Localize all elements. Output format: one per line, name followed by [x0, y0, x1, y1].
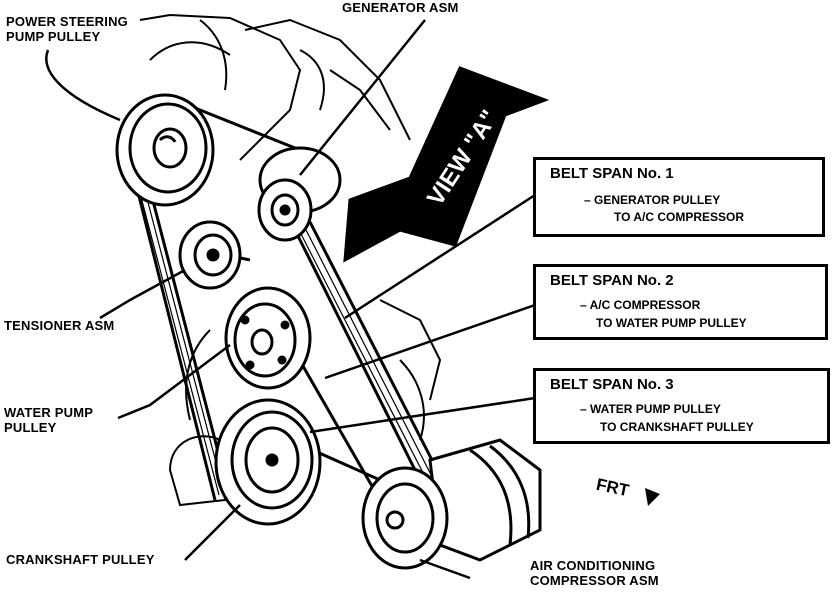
- belt-ribs: [133, 167, 450, 515]
- leader-lines: [45, 19, 536, 580]
- generator-label: GENERATOR ASM: [342, 0, 459, 15]
- belt-span-1-box: BELT SPAN No. 1 – GENERATOR PULLEY TO A/…: [533, 157, 825, 237]
- water-pump-label: WATER PUMP PULLEY: [4, 405, 94, 435]
- power-steering-pulley: [115, 93, 215, 207]
- crankshaft-label: CRANKSHAFT PULLEY: [6, 552, 155, 567]
- belt-span-3-box: BELT SPAN No. 3 – WATER PUMP PULLEY TO C…: [533, 368, 830, 444]
- belt-span-2-box: BELT SPAN No. 2 – A/C COMPRESSOR TO WATE…: [533, 264, 828, 340]
- belt-span-2-line2: TO WATER PUMP PULLEY: [596, 316, 747, 330]
- belt-span-2-title: BELT SPAN No. 2: [550, 272, 674, 289]
- ac-compressor-label: AIR CONDITIONING COMPRESSOR ASM: [530, 558, 659, 588]
- belt-span-3-title: BELT SPAN No. 3: [550, 376, 674, 393]
- ac-compressor: [361, 438, 542, 570]
- belt-span-1-line2: TO A/C COMPRESSOR: [614, 210, 745, 224]
- crankshaft-pulley: [214, 398, 322, 526]
- belt-span-2-line1: – A/C COMPRESSOR: [580, 298, 701, 312]
- belt-span-3-line2: TO CRANKSHAFT PULLEY: [600, 420, 754, 434]
- belt-span-3-line1: – WATER PUMP PULLEY: [580, 402, 721, 416]
- front-arrow-icon: [645, 488, 660, 506]
- power-steering-label: POWER STEERING PUMP PULLEY: [6, 14, 128, 44]
- belt-span-1-line1: – GENERATOR PULLEY: [584, 193, 721, 207]
- tensioner: [178, 220, 242, 290]
- tensioner-label: TENSIONER ASM: [4, 318, 115, 333]
- generator: [257, 146, 342, 242]
- water-pump-pulley: [224, 286, 312, 390]
- belt-span-1-title: BELT SPAN No. 1: [550, 165, 674, 182]
- view-a-arrow: [343, 66, 550, 263]
